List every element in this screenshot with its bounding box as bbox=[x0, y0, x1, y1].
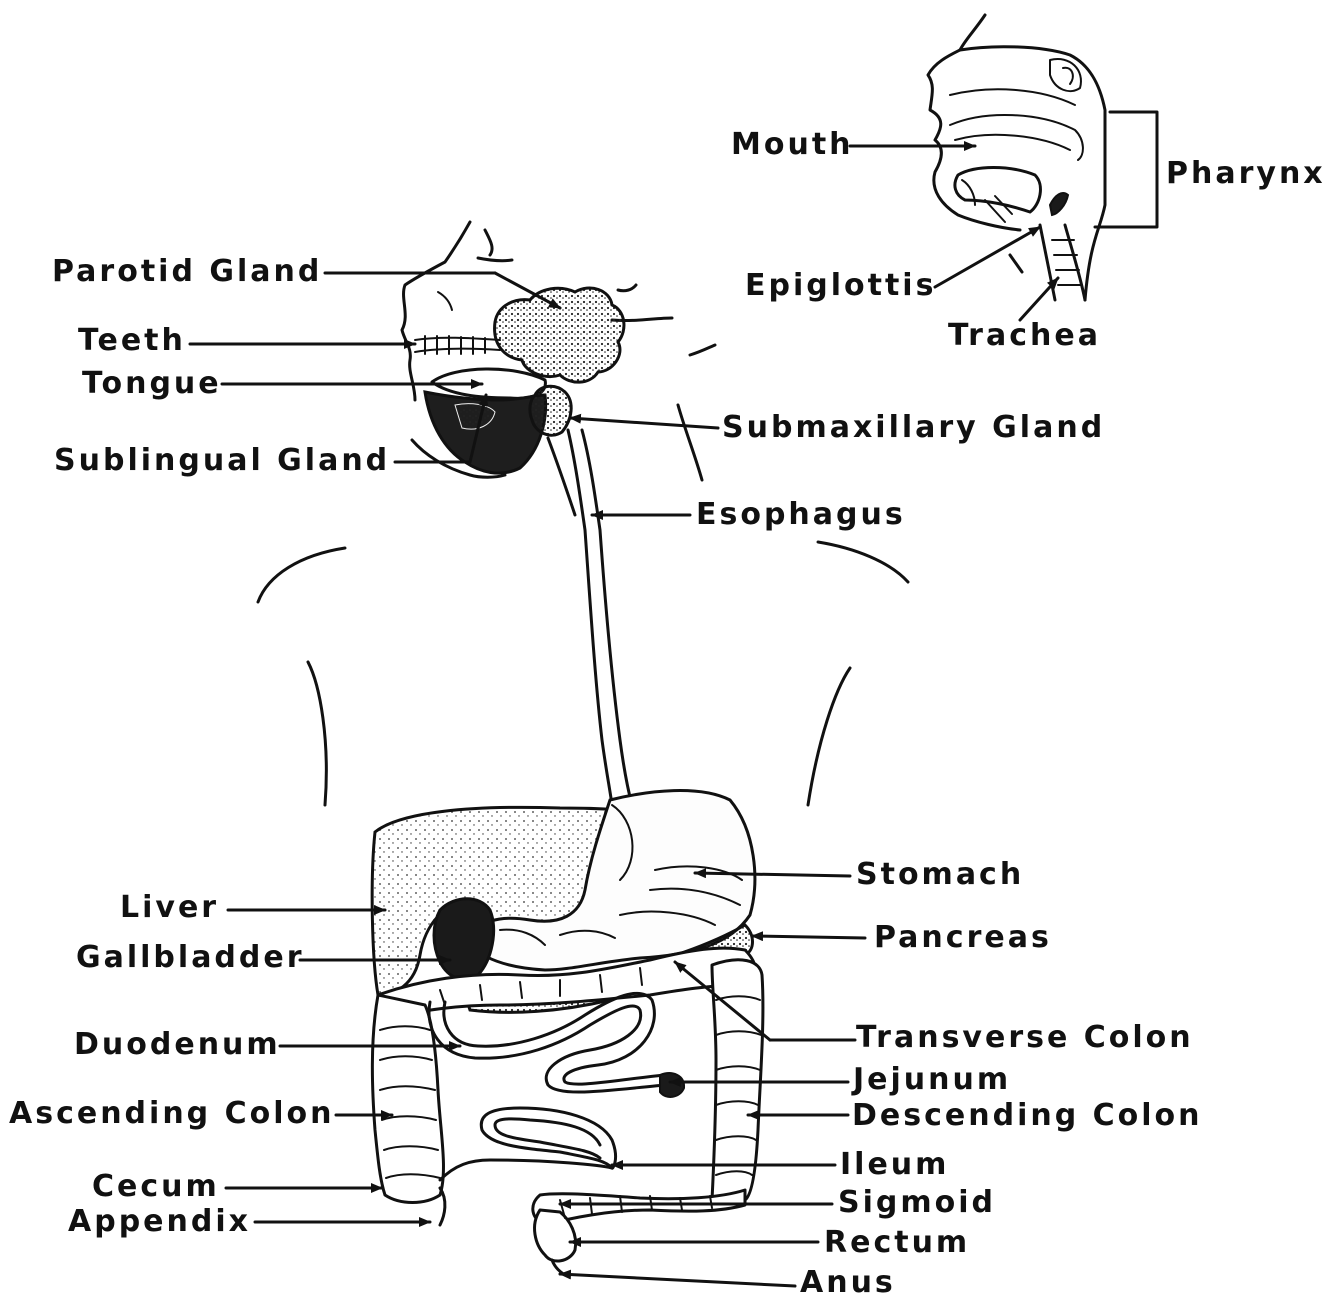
label-mouth: Mouth bbox=[731, 130, 854, 160]
gallbladder-shape bbox=[434, 899, 494, 980]
label-descending-colon: Descending Colon bbox=[852, 1101, 1203, 1131]
label-sublingual-gland: Sublingual Gland bbox=[54, 446, 390, 476]
label-tongue: Tongue bbox=[82, 369, 222, 399]
label-stomach: Stomach bbox=[856, 860, 1024, 890]
label-ascending-colon: Ascending Colon bbox=[9, 1099, 334, 1129]
ileocecal-junction bbox=[440, 1160, 612, 1180]
label-esophagus: Esophagus bbox=[696, 500, 906, 530]
submaxillary-gland-shape bbox=[530, 386, 571, 435]
label-pharynx: Pharynx bbox=[1166, 159, 1326, 189]
neck-line-right bbox=[678, 405, 702, 480]
label-sigmoid: Sigmoid bbox=[838, 1188, 996, 1218]
label-epiglottis: Epiglottis bbox=[745, 271, 936, 301]
torso-outline bbox=[258, 542, 908, 805]
label-transverse-colon: Transverse Colon bbox=[856, 1023, 1194, 1053]
label-jejunum: Jejunum bbox=[853, 1065, 1011, 1095]
label-duodenum: Duodenum bbox=[74, 1030, 281, 1060]
head-cross-section-inset bbox=[928, 15, 1105, 300]
label-gallbladder: Gallbladder bbox=[76, 943, 305, 973]
label-trachea: Trachea bbox=[948, 321, 1101, 351]
label-appendix: Appendix bbox=[68, 1207, 251, 1237]
label-teeth: Teeth bbox=[78, 326, 186, 356]
label-liver: Liver bbox=[120, 893, 219, 923]
esophagus-right-wall bbox=[582, 430, 632, 805]
label-submaxillary-gland: Submaxillary Gland bbox=[722, 413, 1105, 443]
esophagus-left-wall bbox=[568, 430, 612, 805]
label-parotid-gland: Parotid Gland bbox=[52, 257, 322, 287]
label-rectum: Rectum bbox=[824, 1228, 970, 1258]
label-ileum: Ileum bbox=[840, 1150, 949, 1180]
label-anus: Anus bbox=[800, 1268, 896, 1298]
parotid-gland-shape bbox=[495, 288, 624, 382]
label-pancreas: Pancreas bbox=[874, 923, 1052, 953]
teeth-row bbox=[415, 336, 500, 354]
label-cecum: Cecum bbox=[92, 1172, 220, 1202]
small-intestine bbox=[429, 993, 684, 1168]
